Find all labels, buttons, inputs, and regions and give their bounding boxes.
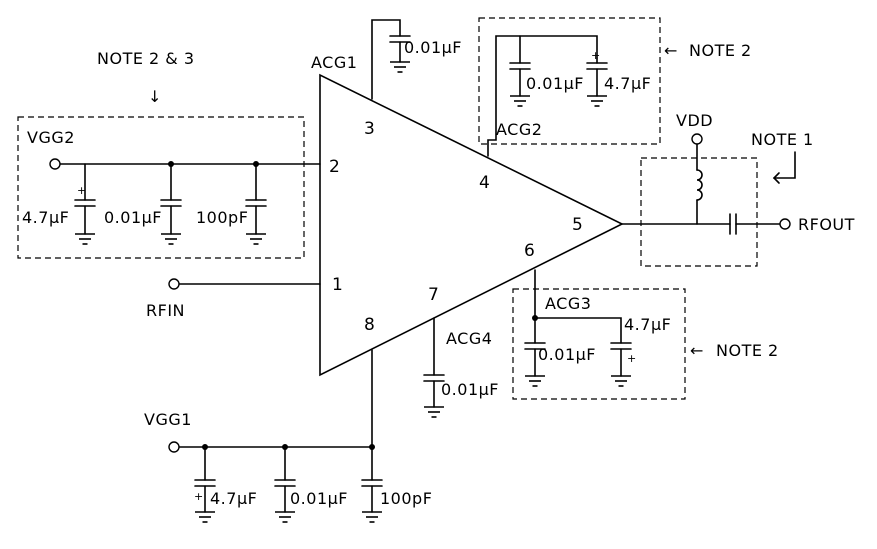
note23-arrow: ↓ xyxy=(148,87,162,106)
acg2-label: ACG2 xyxy=(496,120,542,139)
pin-label-8: 8 xyxy=(364,315,375,335)
acg3-polarity-mark: + xyxy=(627,352,637,365)
note2-top-label: NOTE 2 xyxy=(689,41,752,60)
pin-label-4: 4 xyxy=(479,173,490,193)
vgg2-terminal xyxy=(49,158,61,170)
vgg1-terminal xyxy=(168,441,180,453)
output-note-box xyxy=(640,157,758,267)
acg3-network xyxy=(524,269,632,387)
vgg1-network xyxy=(168,349,383,523)
acg2-cap1-value: 0.01μF xyxy=(526,74,584,93)
pin-label-2: 2 xyxy=(329,157,340,177)
acg3-cap1-value: 0.01μF xyxy=(538,345,596,364)
note1-arrow xyxy=(773,151,796,179)
vgg2-note-box xyxy=(17,116,305,259)
vgg2-network xyxy=(49,158,321,245)
acg2-network xyxy=(487,35,608,157)
rfout-label: RFOUT xyxy=(798,215,855,234)
note23-label: NOTE 2 & 3 xyxy=(97,49,195,68)
vgg2-cap3-value: 100pF xyxy=(196,208,248,227)
vgg1-polarity-mark: + xyxy=(194,490,204,503)
pin-label-6: 6 xyxy=(524,241,535,261)
acg3-label: ACG3 xyxy=(545,294,591,313)
pin-label-5: 5 xyxy=(572,215,583,235)
vgg1-cap3-value: 100pF xyxy=(380,489,432,508)
note2-bottom-label: NOTE 2 xyxy=(716,341,779,360)
vgg2-polarity-mark: + xyxy=(77,184,87,197)
pin-label-7: 7 xyxy=(428,285,439,305)
acg4-cap-value: 0.01μF xyxy=(441,380,499,399)
vdd-label: VDD xyxy=(676,111,713,130)
rfin-label: RFIN xyxy=(146,301,185,320)
rfin-network xyxy=(168,278,321,290)
vgg1-cap1-value: 4.7μF xyxy=(210,489,257,508)
rfout-terminal xyxy=(779,218,791,230)
acg2-polarity-mark: + xyxy=(591,49,601,62)
acg1-network xyxy=(371,19,411,100)
note1-label: NOTE 1 xyxy=(751,130,814,149)
vgg2-cap2-value: 0.01μF xyxy=(104,208,162,227)
pin-label-3: 3 xyxy=(364,119,375,139)
acg3-note-box xyxy=(512,288,686,400)
acg1-label: ACG1 xyxy=(311,53,357,72)
vdd-terminal xyxy=(691,133,703,145)
vgg2-label: VGG2 xyxy=(27,128,75,147)
vgg2-cap1-value: 4.7μF xyxy=(22,208,69,227)
vgg1-label: VGG1 xyxy=(144,410,192,429)
pin-label-1: 1 xyxy=(332,275,343,295)
acg2-cap2-value: 4.7μF xyxy=(604,74,651,93)
amplifier-triangle xyxy=(319,73,624,377)
acg3-cap2-value: 4.7μF xyxy=(624,315,671,334)
vgg1-cap2-value: 0.01μF xyxy=(290,489,348,508)
acg1-cap-value: 0.01μF xyxy=(404,38,462,57)
output-network xyxy=(621,133,791,235)
acg4-label: ACG4 xyxy=(446,329,492,348)
note2-top-arrow: ← xyxy=(664,41,678,60)
acg4-network xyxy=(423,317,445,418)
rfin-terminal xyxy=(168,278,180,290)
note2-bottom-arrow: ← xyxy=(690,341,704,360)
acg2-note-box xyxy=(478,17,661,145)
